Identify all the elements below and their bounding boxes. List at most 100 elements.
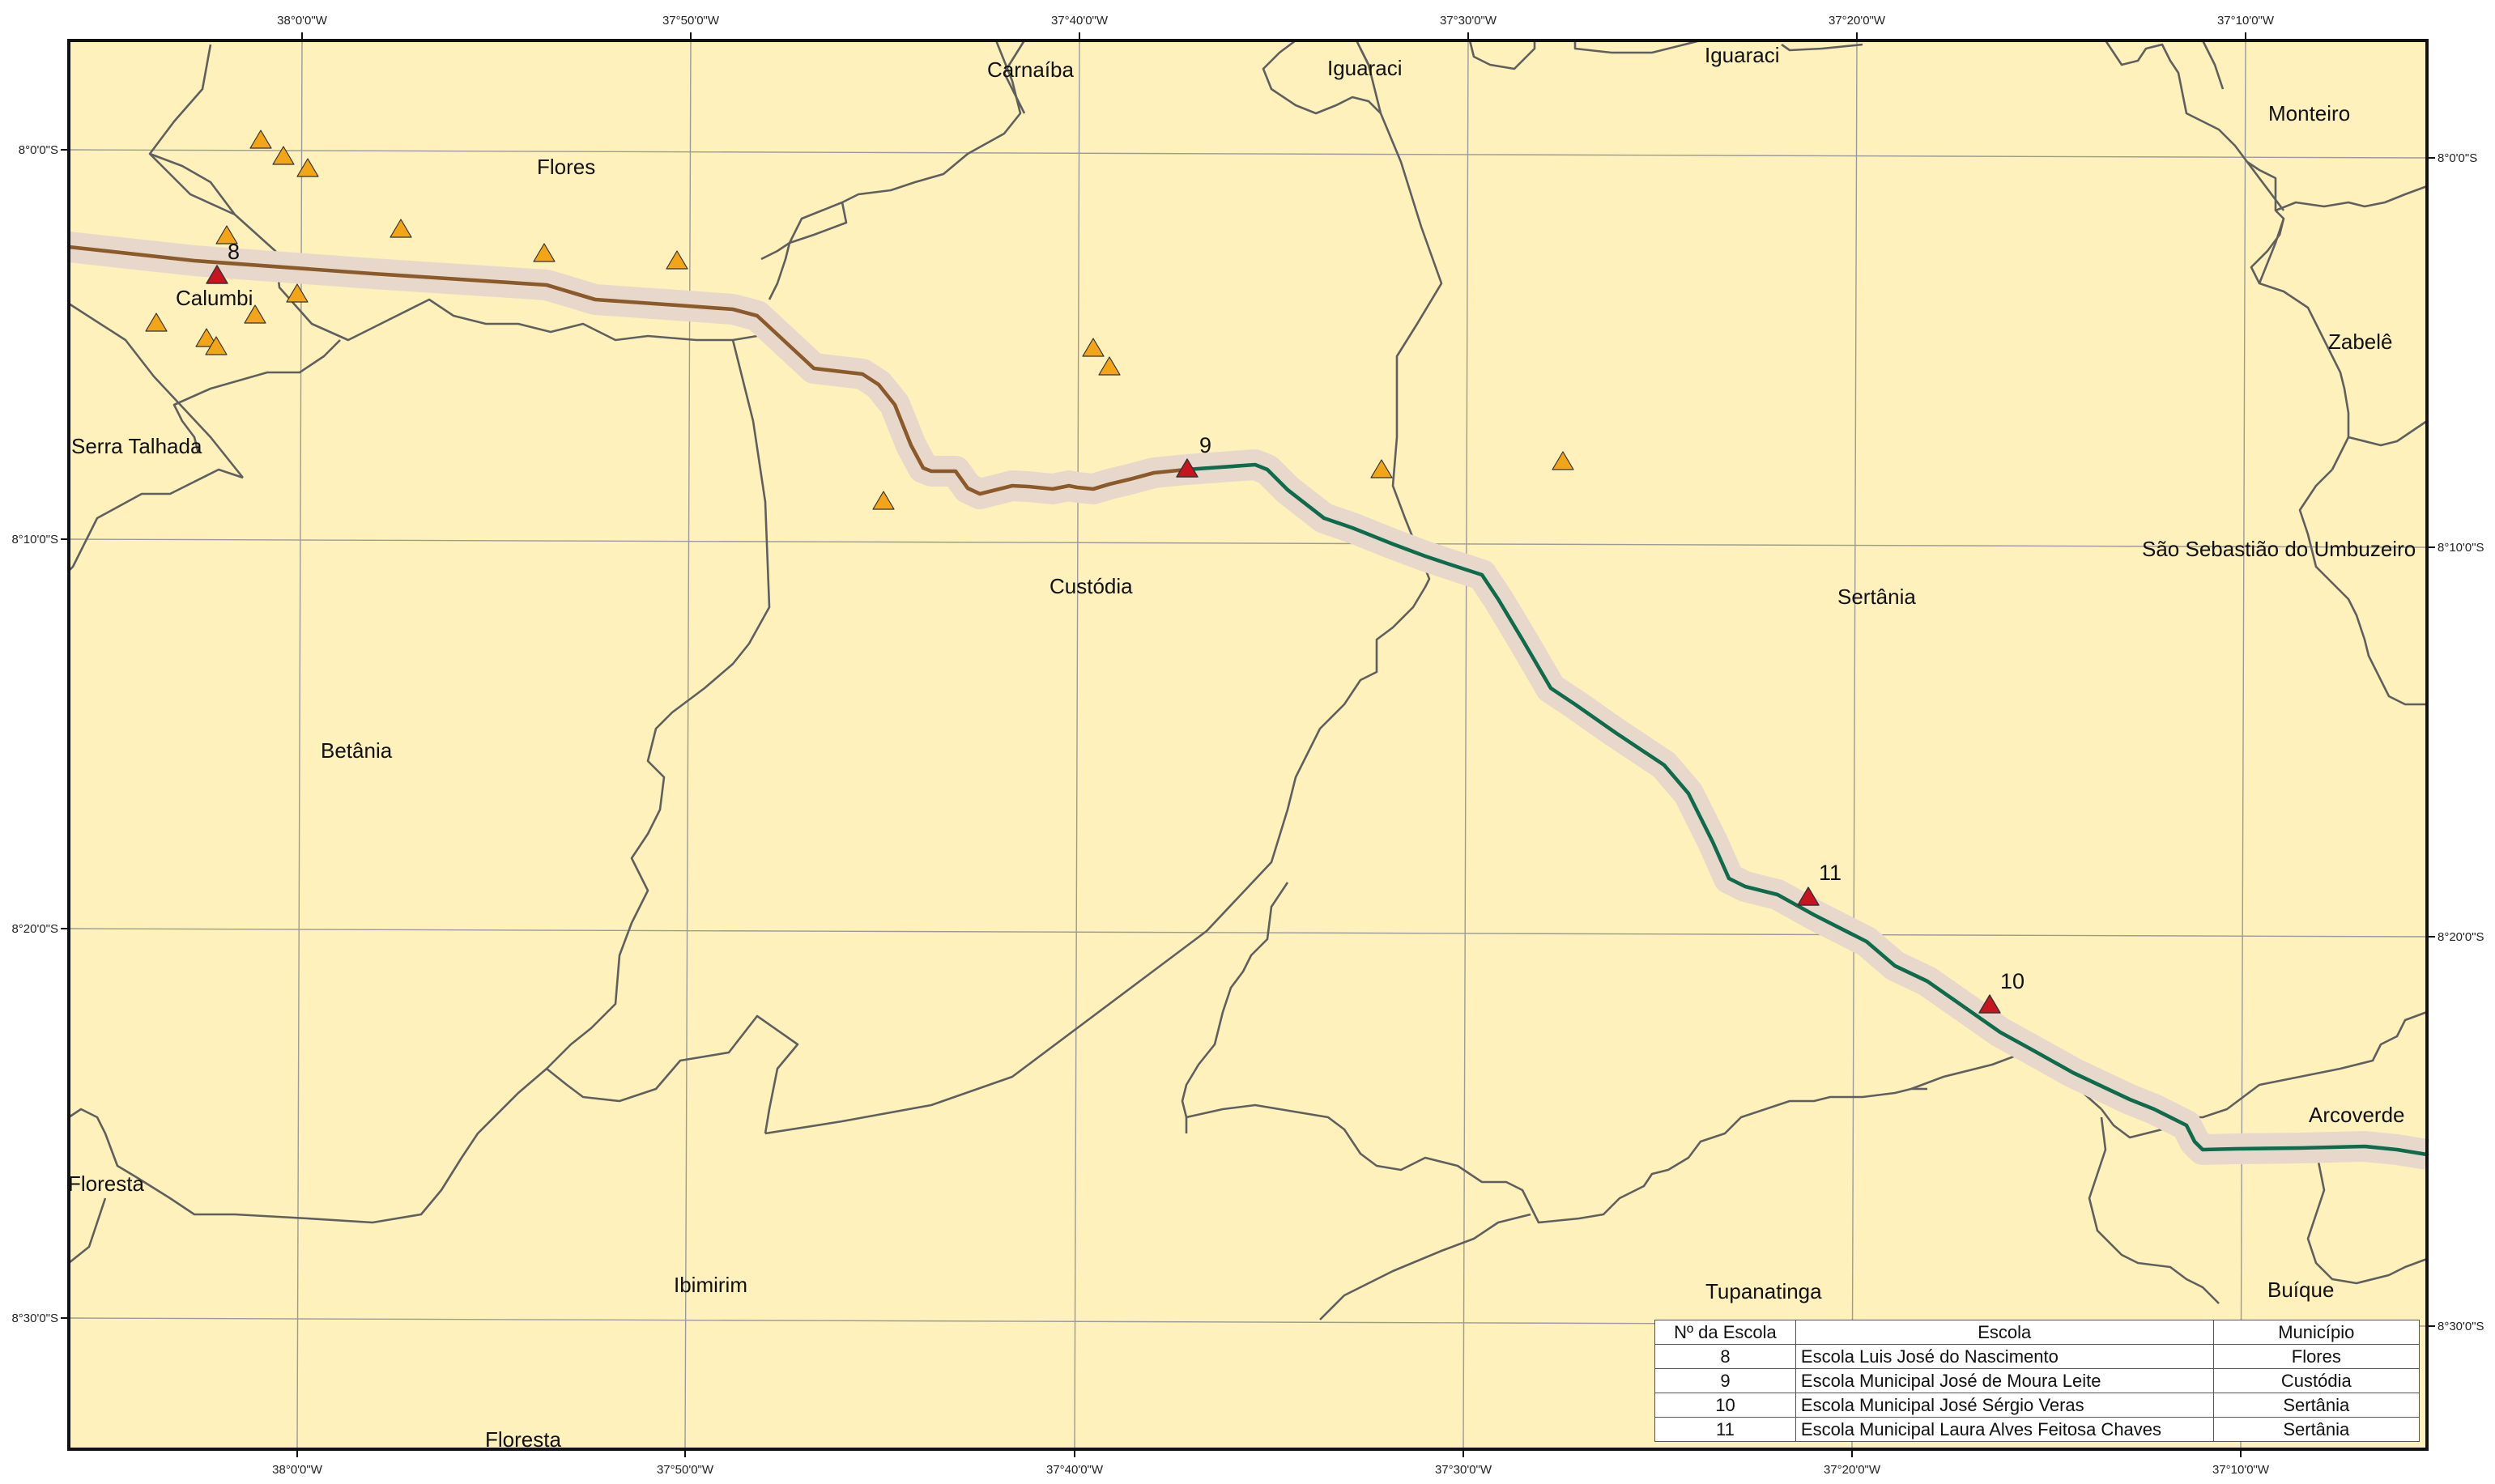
school-marker-9[interactable] [1176, 458, 1199, 478]
legend-header-school: Escola [1795, 1320, 2214, 1345]
orange-triangle-marker[interactable] [272, 146, 295, 165]
border-line [2246, 161, 2285, 211]
orange-triangle-marker[interactable] [145, 313, 168, 332]
lon-label-bottom: 38°0'0"W [272, 1463, 323, 1477]
orange-triangle-marker[interactable] [195, 328, 218, 347]
lon-label-top: 38°0'0"W [277, 14, 328, 28]
legend-school-number: 8 [1654, 1344, 1796, 1369]
school-number-label: 10 [2000, 969, 2025, 993]
legend-school-municipality: Flores [2212, 1344, 2420, 1369]
municipality-labels: Carnaíba Iguaraci Iguaraci Monteiro Flor… [68, 43, 2416, 1452]
lon-label-bottom: 37°30'0"W [1435, 1463, 1492, 1477]
meridian-line [1851, 40, 1858, 1450]
lon-label-top: 37°50'0"W [662, 14, 720, 28]
orange-triangle-marker[interactable] [1082, 338, 1105, 357]
map-frame [67, 39, 2429, 1451]
municipality-label: Sertânia [1837, 585, 1916, 609]
lat-label-left: 8°10'0"S [11, 533, 58, 546]
border-line [1319, 1213, 1531, 1320]
legend-header-number: Nº da Escola [1654, 1320, 1796, 1345]
school-number-label: 9 [1199, 433, 1211, 457]
parallel-line [68, 149, 2428, 159]
municipality-label: Arcoverde [2309, 1103, 2405, 1127]
lon-label-top: 37°30'0"W [1440, 14, 1497, 28]
map-land-area [69, 40, 2427, 1449]
municipality-label: Zabelê [2328, 330, 2393, 354]
border-line [149, 152, 236, 215]
legend-school-name: Escola Municipal José de Moura Leite [1795, 1368, 2214, 1393]
orange-triangle-marker[interactable] [244, 304, 266, 324]
school-marker-10[interactable] [1978, 994, 2001, 1014]
school-number-labels: 8 9 11 10 [228, 240, 2025, 993]
border-line [2088, 1116, 2220, 1304]
border-line [2258, 218, 2285, 284]
left-latitude-labels: 8°0'0"S 8°10'0"S 8°20'0"S 8°30'0"S [11, 143, 58, 1325]
legend-school-municipality: Sertânia [2212, 1393, 2420, 1418]
legend-school-number: 10 [1654, 1393, 1796, 1418]
border-line [764, 48, 1443, 1135]
lat-label-right: 8°30'0"S [2438, 1320, 2484, 1333]
border-line [1355, 40, 1370, 66]
orange-triangle-marker[interactable] [1098, 356, 1121, 376]
border-line [760, 40, 1022, 261]
orange-triangle-marker[interactable] [1370, 459, 1393, 478]
lon-label-top: 37°10'0"W [2217, 14, 2275, 28]
school-marker-11[interactable] [1797, 887, 1820, 906]
border-line [1910, 1051, 2025, 1091]
route-lines [66, 244, 2429, 1157]
border-line [68, 468, 244, 572]
border-line [2201, 40, 2225, 90]
border-line [2348, 419, 2428, 447]
border-line [1181, 882, 1289, 1133]
legend-school-name: Escola Municipal José Sérgio Veras [1795, 1393, 2214, 1418]
border-line [2298, 469, 2427, 706]
orange-triangle-marker[interactable] [286, 283, 309, 303]
bottom-longitude-labels: 38°0'0"W 37°50'0"W 37°40'0"W 37°30'0"W 3… [272, 1463, 2270, 1477]
border-line [172, 339, 341, 454]
school-markers [206, 265, 2001, 1014]
orange-triangle-marker[interactable] [533, 243, 556, 262]
orange-triangle-marker[interactable] [205, 336, 228, 355]
municipal-borders [68, 39, 2428, 1320]
municipality-label: Calumbi [176, 286, 253, 310]
municipality-label: São Sebastião do Umbuzeiro [2142, 537, 2416, 561]
lon-label-bottom: 37°10'0"W [2212, 1463, 2270, 1477]
border-line [2100, 1010, 2428, 1139]
border-line [68, 302, 245, 478]
top-longitude-labels: 38°0'0"W 37°50'0"W 37°40'0"W 37°30'0"W 3… [277, 14, 2275, 28]
meridian-line [1074, 40, 1080, 1450]
orange-triangle-marker[interactable] [666, 250, 688, 270]
school-number-label: 11 [1819, 861, 1841, 885]
parallel-line [68, 928, 2428, 938]
municipality-label: Flores [537, 155, 595, 179]
legend-school-number: 11 [1654, 1417, 1796, 1442]
orange-triangle-marker[interactable] [872, 491, 895, 510]
legend-school-name: Escola Luis José do Nascimento [1795, 1344, 2214, 1369]
orange-triangle-marker[interactable] [215, 225, 238, 244]
lon-label-bottom: 37°20'0"W [1824, 1463, 1881, 1477]
orange-triangle-marker[interactable] [296, 158, 319, 177]
school-legend-table: Nº da Escola Escola Município 8 Escola L… [1654, 1320, 2420, 1442]
legend-school-name: Escola Municipal Laura Alves Feitosa Cha… [1795, 1417, 2214, 1442]
border-line [1003, 40, 1026, 114]
orange-triangle-marker[interactable] [249, 130, 272, 149]
lat-label-left: 8°0'0"S [19, 143, 58, 157]
lat-label-left: 8°20'0"S [11, 922, 58, 936]
route-line-brown [66, 244, 1189, 496]
lon-label-bottom: 37°50'0"W [657, 1463, 714, 1477]
border-line [546, 1014, 799, 1134]
school-marker-8[interactable] [206, 265, 228, 284]
legend-row: 8 Escola Luis José do Nascimento Flores [1654, 1344, 2420, 1369]
municipality-label: Tupanatinga [1705, 1279, 1822, 1303]
legend-row: 10 Escola Municipal José Sérgio Veras Se… [1654, 1393, 2420, 1418]
orange-triangle-marker[interactable] [390, 219, 412, 238]
municipality-label: Floresta [68, 1171, 144, 1196]
frame-ticks [61, 32, 2435, 1457]
border-line [1262, 39, 1382, 115]
orange-triangle-marker[interactable] [1552, 451, 1574, 470]
lon-label-top: 37°40'0"W [1051, 14, 1109, 28]
border-line [2275, 185, 2428, 212]
legend-row: 9 Escola Municipal José de Moura Leite C… [1654, 1368, 2420, 1393]
right-latitude-labels: 8°0'0"S 8°10'0"S 8°20'0"S 8°30'0"S [2438, 151, 2484, 1333]
